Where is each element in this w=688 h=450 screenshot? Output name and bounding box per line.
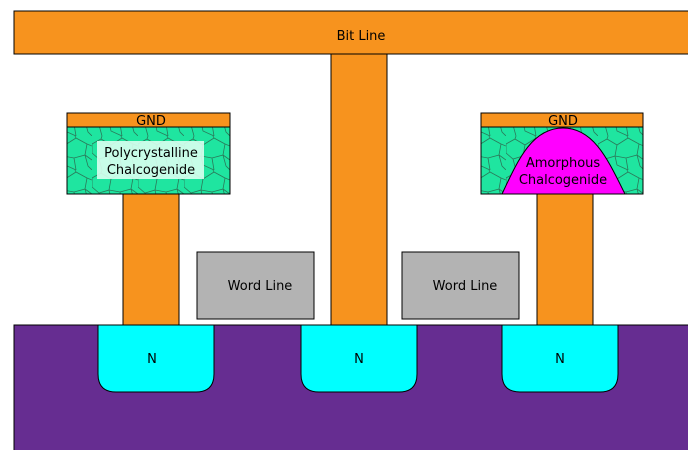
contact-pillar-right	[536, 193, 594, 326]
gnd-electrode-left	[66, 112, 231, 128]
poly-label-background	[97, 141, 204, 179]
gnd-label-left: GND	[136, 114, 166, 129]
bit-line-label: Bit Line	[337, 29, 386, 44]
gnd-label-right: GND	[548, 114, 578, 129]
word-line-right-label: Word Line	[433, 279, 498, 294]
n-well-left	[97, 324, 215, 393]
word-line-left	[196, 251, 315, 320]
amorphous-label-line1: Amorphous	[526, 156, 601, 171]
n-label-left: N	[147, 352, 157, 367]
poly-label-line1: Polycrystalline	[104, 146, 198, 161]
contact-pillar-left	[122, 193, 180, 326]
word-line-right	[401, 251, 520, 320]
amorphous-label-line2: Chalcogenide	[519, 173, 607, 188]
poly-label-line2: Chalcogenide	[107, 163, 195, 178]
contact-pillar-middle	[330, 51, 388, 326]
n-well-right	[501, 324, 619, 393]
n-well-middle	[300, 324, 418, 393]
gnd-electrode-right	[480, 112, 644, 128]
n-label-right: N	[555, 352, 565, 367]
amorphous-region	[501, 127, 626, 195]
word-line-left-label: Word Line	[228, 279, 293, 294]
bit-line	[13, 10, 688, 55]
n-label-middle: N	[354, 352, 364, 367]
